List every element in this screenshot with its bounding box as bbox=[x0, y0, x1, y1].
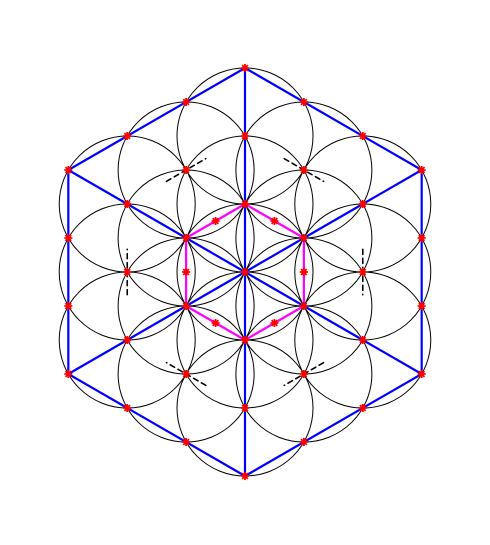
outer-hexagon-layer bbox=[67, 66, 423, 478]
outer-hexagon-edge-3 bbox=[67, 372, 247, 478]
inner-spoke-1 bbox=[302, 202, 364, 240]
point-marker-32 bbox=[123, 404, 132, 412]
point-marker-6 bbox=[182, 234, 191, 242]
point-marker-0 bbox=[241, 268, 249, 276]
outer-hexagon-edge-0 bbox=[243, 66, 423, 172]
inner-spoke-5 bbox=[126, 202, 188, 240]
point-marker-16 bbox=[241, 472, 249, 480]
point-marker-42 bbox=[211, 217, 220, 225]
point-marker-20 bbox=[358, 132, 367, 140]
point-marker-9 bbox=[358, 336, 367, 344]
point-marker-25 bbox=[358, 268, 367, 276]
outer-hexagon-edge-2 bbox=[243, 372, 423, 478]
point-marker-24 bbox=[417, 302, 426, 310]
point-marker-18 bbox=[64, 166, 73, 174]
outer-hexagon-edge-5 bbox=[67, 66, 247, 172]
point-marker-15 bbox=[417, 370, 426, 378]
point-marker-39 bbox=[123, 132, 132, 140]
point-marker-3 bbox=[299, 302, 308, 310]
point-marker-31 bbox=[182, 438, 191, 446]
point-marker-19 bbox=[299, 98, 308, 106]
point-marker-7 bbox=[241, 132, 249, 140]
point-marker-23 bbox=[417, 234, 426, 242]
point-marker-40 bbox=[182, 98, 191, 106]
centre-spoke-2 bbox=[243, 270, 305, 308]
centre-spoke-1 bbox=[243, 236, 305, 274]
point-marker-22 bbox=[270, 217, 279, 225]
point-marker-10 bbox=[241, 404, 249, 412]
point-marker-38 bbox=[182, 268, 191, 276]
point-marker-34 bbox=[211, 319, 220, 327]
point-marker-30 bbox=[270, 319, 279, 327]
point-marker-8 bbox=[358, 200, 367, 208]
inner-spoke-2 bbox=[302, 304, 364, 342]
point-marker-29 bbox=[299, 370, 308, 378]
centre-spoke-5 bbox=[185, 236, 247, 274]
outer-spoke-1 bbox=[361, 168, 423, 206]
point-marker-5 bbox=[182, 302, 191, 310]
point-marker-27 bbox=[358, 404, 367, 412]
point-marker-11 bbox=[123, 336, 132, 344]
point-marker-2 bbox=[299, 234, 308, 242]
point-marker-41 bbox=[182, 166, 191, 174]
point-marker-33 bbox=[182, 370, 191, 378]
outer-spoke-4 bbox=[67, 338, 129, 376]
point-marker-28 bbox=[299, 438, 308, 446]
point-marker-14 bbox=[417, 166, 426, 174]
point-marker-35 bbox=[64, 302, 73, 310]
point-marker-1 bbox=[241, 200, 249, 208]
outer-spoke-2 bbox=[361, 338, 423, 376]
inner-spoke-4 bbox=[126, 304, 188, 342]
outer-spoke-5 bbox=[67, 168, 129, 206]
point-marker-21 bbox=[299, 166, 308, 174]
centre-spoke-4 bbox=[185, 270, 247, 308]
point-marker-17 bbox=[64, 370, 73, 378]
point-marker-37 bbox=[123, 268, 132, 276]
point-marker-13 bbox=[241, 64, 249, 72]
point-marker-4 bbox=[241, 336, 249, 344]
point-layer bbox=[64, 64, 426, 480]
point-marker-12 bbox=[123, 200, 132, 208]
point-marker-36 bbox=[64, 234, 73, 242]
point-marker-26 bbox=[299, 268, 308, 276]
